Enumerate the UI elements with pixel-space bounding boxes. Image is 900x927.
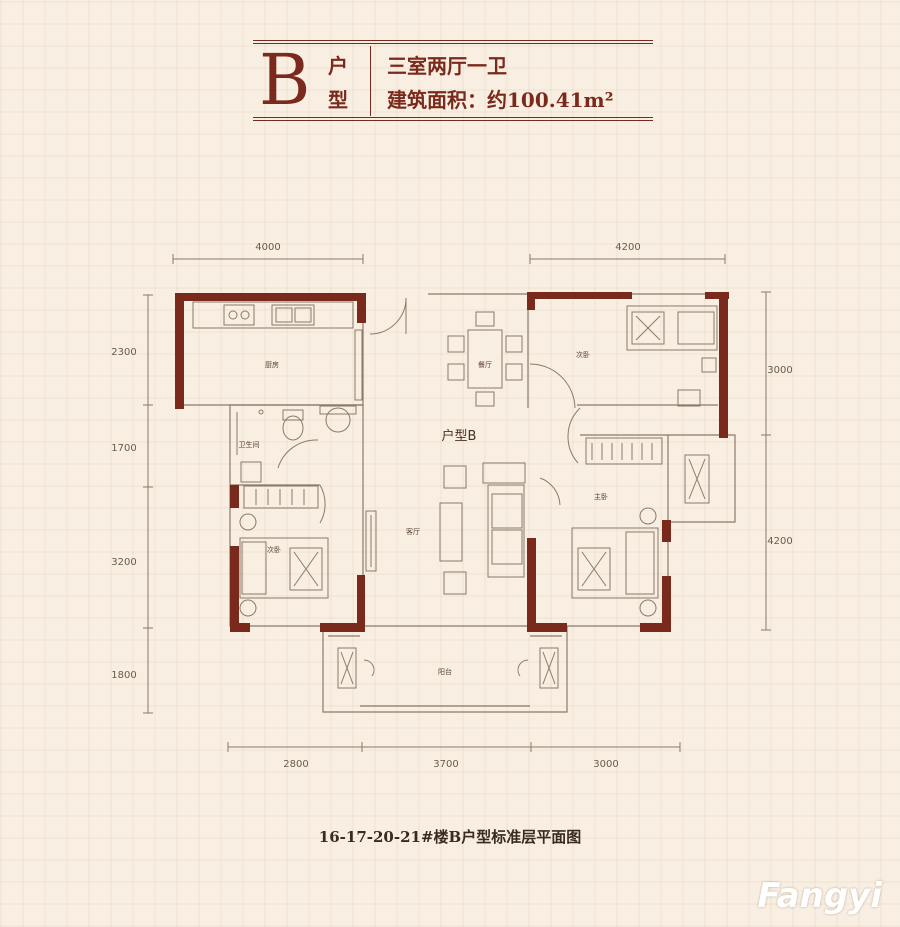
unit-header: B 户 型 三室两厅一卫 建筑面积：约100.41m² [253,40,653,122]
unit-type-char-2: 型 [328,88,348,112]
walls [175,292,729,632]
header-rule [253,117,653,118]
room-bedroom-3: 次卧 [267,545,281,554]
balcony-fixtures [337,647,559,689]
header-rule [253,43,653,44]
master-furniture [571,437,663,617]
area-text: 建筑面积：约100.41m² [387,88,614,112]
room-balcony: 阳台 [438,667,452,676]
door-swings [277,297,581,524]
dim-left-4: 1800 [111,670,136,681]
dim-left-1: 2300 [111,347,136,358]
room-master: 主卧 [594,492,608,501]
dim-top-right: 4200 [615,242,640,253]
room-living: 客厅 [406,527,420,536]
dim-bottom-3: 3000 [593,759,618,770]
dim-left-2: 1700 [111,443,136,454]
living-furniture [365,462,526,595]
dining-set [447,311,523,407]
bay-window [684,454,710,504]
bedroom2-furniture [626,305,718,407]
bedroom3-furniture [239,485,329,617]
unit-label: 户型B [442,428,477,444]
layout-text: 三室两厅一卫 [387,54,507,78]
dim-right-1: 3000 [767,365,792,376]
unit-type-letter: B [259,39,311,121]
room-kitchen: 厨房 [265,360,279,369]
dim-top-left: 4000 [255,242,280,253]
bathroom-fixtures [236,405,357,483]
plan-caption: 16-17-20-21#楼B户型标准层平面图 [318,828,582,846]
header-divider [370,46,371,116]
watermark-logo: Fangyi [757,876,882,916]
kitchen-fixtures [192,301,363,401]
dimension-lines [143,254,771,752]
dim-bottom-1: 2800 [283,759,308,770]
header-rule [253,40,653,41]
dim-left-3: 3200 [111,557,136,568]
header-rule [253,120,653,121]
dim-right-2: 4200 [767,536,792,547]
room-bathroom: 卫生间 [239,440,260,449]
dim-bottom-2: 3700 [433,759,458,770]
unit-type-char-1: 户 [328,54,348,78]
room-bedroom-2: 次卧 [576,350,590,359]
room-dining: 餐厅 [478,360,492,369]
